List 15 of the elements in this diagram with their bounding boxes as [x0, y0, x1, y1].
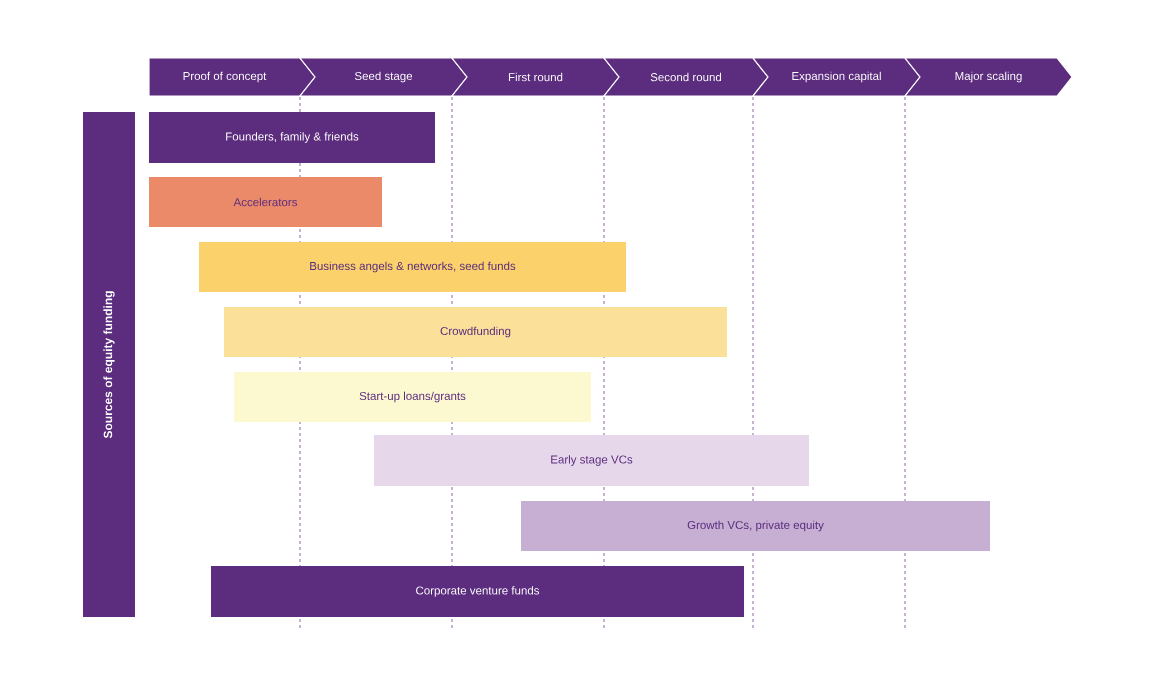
funding-bar: Growth VCs, private equity	[521, 501, 990, 551]
funding-bar: Corporate venture funds	[211, 566, 744, 617]
stage-header: Second round	[602, 57, 769, 97]
stage-header: Proof of concept	[148, 57, 316, 97]
funding-bar: Accelerators	[149, 177, 382, 227]
funding-bar: Founders, family & friends	[149, 112, 435, 163]
funding-bar: Early stage VCs	[374, 435, 809, 486]
category-bar: Sources of equity funding	[83, 112, 135, 617]
funding-bar: Start-up loans/grants	[234, 372, 591, 422]
stage-header: First round	[450, 57, 620, 97]
stage-header: Major scaling	[903, 57, 1073, 97]
stage-header: Expansion capital	[751, 57, 921, 97]
funding-bar: Business angels & networks, seed funds	[199, 242, 626, 292]
stage-header: Seed stage	[298, 57, 468, 97]
funding-bar: Crowdfunding	[224, 307, 727, 357]
